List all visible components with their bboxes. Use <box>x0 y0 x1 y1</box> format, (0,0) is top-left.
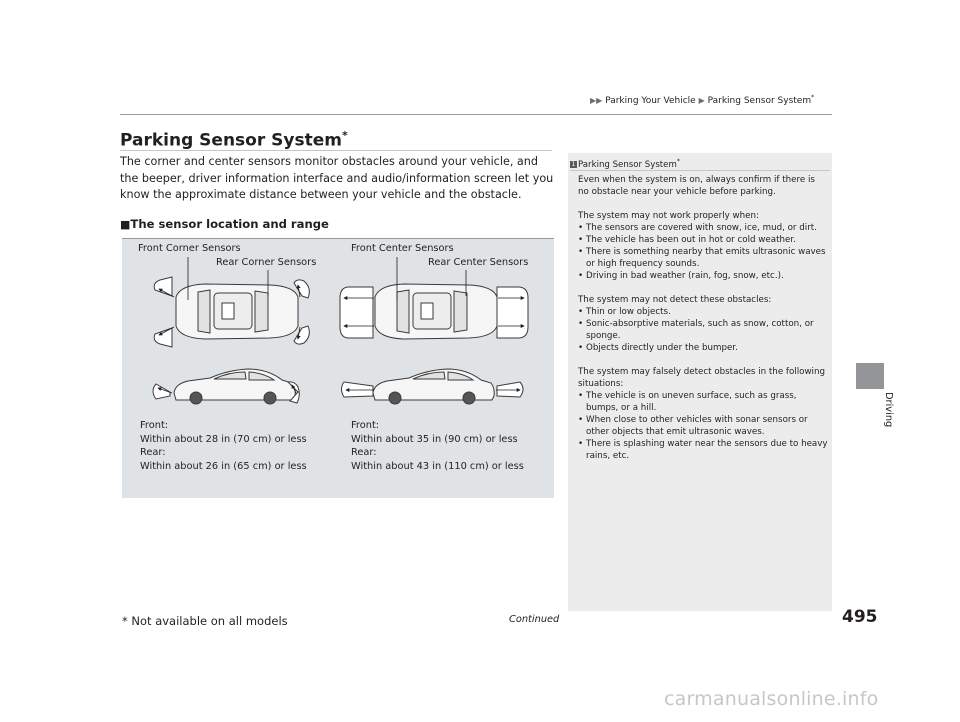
watermark: carmanualsonline.info <box>664 688 879 710</box>
chapter-tab <box>856 363 884 389</box>
center-sensor-ranges: Front: Within about 35 in (90 cm) or les… <box>351 420 524 472</box>
figure-top-rule <box>122 238 554 239</box>
header-rule <box>120 114 832 115</box>
bullet-item: The vehicle is on uneven surface, such a… <box>578 390 828 414</box>
section-heading: ■The sensor location and range <box>120 217 329 231</box>
footnote: * Not available on all models <box>122 614 288 628</box>
rear-corner-sensors-label: Rear Corner Sensors <box>216 257 317 268</box>
bullet-item: Sonic-absorptive materials, such as snow… <box>578 318 828 342</box>
bullet-item: There is splashing water near the sensor… <box>578 438 828 462</box>
center-topview-car <box>374 283 498 340</box>
bullet-item: When close to other vehicles with sonar … <box>578 414 828 438</box>
rear-center-zone <box>496 286 529 339</box>
corner-sideview-car <box>173 368 296 405</box>
corner-side-zones <box>152 381 300 404</box>
corner-sensor-ranges: Front: Within about 28 in (70 cm) or les… <box>140 420 307 472</box>
title-rule <box>120 150 552 151</box>
front-corner-sensors-label: Front Corner Sensors <box>138 243 241 254</box>
bullet-item: The vehicle has been out in hot or cold … <box>578 234 828 246</box>
corner-topview-car <box>175 283 299 340</box>
title-asterisk: * <box>341 129 348 142</box>
corner-sensor-zones <box>153 276 310 348</box>
spacer <box>578 282 828 294</box>
chapter-tab-label: Driving <box>883 392 894 428</box>
breadcrumb-arrow-icon: ▶ <box>698 96 705 105</box>
breadcrumb-asterisk: * <box>811 94 815 101</box>
bullet-item: Objects directly under the bumper. <box>578 342 828 354</box>
corner-range-arrows <box>158 284 301 340</box>
sidebar-body: Even when the system is on, always confi… <box>578 174 828 462</box>
note-paragraph: The system may not work properly when: <box>578 211 759 221</box>
note-paragraph: The system may falsely detect obstacles … <box>578 367 825 389</box>
rear-center-sensors-label: Rear Center Sensors <box>428 257 529 268</box>
page-title: Parking Sensor System* <box>120 129 348 151</box>
front-center-zone <box>339 286 374 339</box>
front-right-corner-zone <box>153 327 173 348</box>
corner-label-leaders <box>187 257 269 300</box>
front-left-corner-zone <box>153 276 173 297</box>
center-sensor-zones <box>339 286 529 339</box>
sensor-figure <box>122 238 554 498</box>
note-number-badge: 1 <box>570 160 577 168</box>
spacer <box>578 354 828 366</box>
spacer <box>578 198 828 210</box>
note-paragraph: The system may not detect these obstacle… <box>578 295 772 305</box>
intro-paragraph: The corner and center sensors monitor ob… <box>120 155 554 201</box>
section-marker: ■ <box>120 218 131 231</box>
bullet-item: Thin or low objects. <box>578 306 828 318</box>
center-side-zones <box>341 381 524 398</box>
note-paragraph: Even when the system is on, always confi… <box>578 175 815 197</box>
breadcrumb-item: Parking Your Vehicle <box>605 96 696 106</box>
center-range-arrows <box>343 296 525 328</box>
front-center-sensors-label: Front Center Sensors <box>351 243 454 254</box>
page-number: 495 <box>842 607 878 627</box>
center-sideview-car <box>372 368 495 405</box>
center-label-leaders <box>396 257 467 300</box>
bullet-item: Driving in bad weather (rain, fog, snow,… <box>578 270 828 282</box>
bullet-item: The sensors are covered with snow, ice, … <box>578 222 828 234</box>
breadcrumb-arrow-icon: ▶▶ <box>590 96 603 105</box>
sidebar-title-rule <box>570 170 830 171</box>
breadcrumb: ▶▶ Parking Your Vehicle ▶ Parking Sensor… <box>590 94 814 106</box>
continued-label: Continued <box>509 614 560 625</box>
breadcrumb-item: Parking Sensor System <box>707 96 812 106</box>
bullet-item: There is something nearby that emits ult… <box>578 246 828 270</box>
